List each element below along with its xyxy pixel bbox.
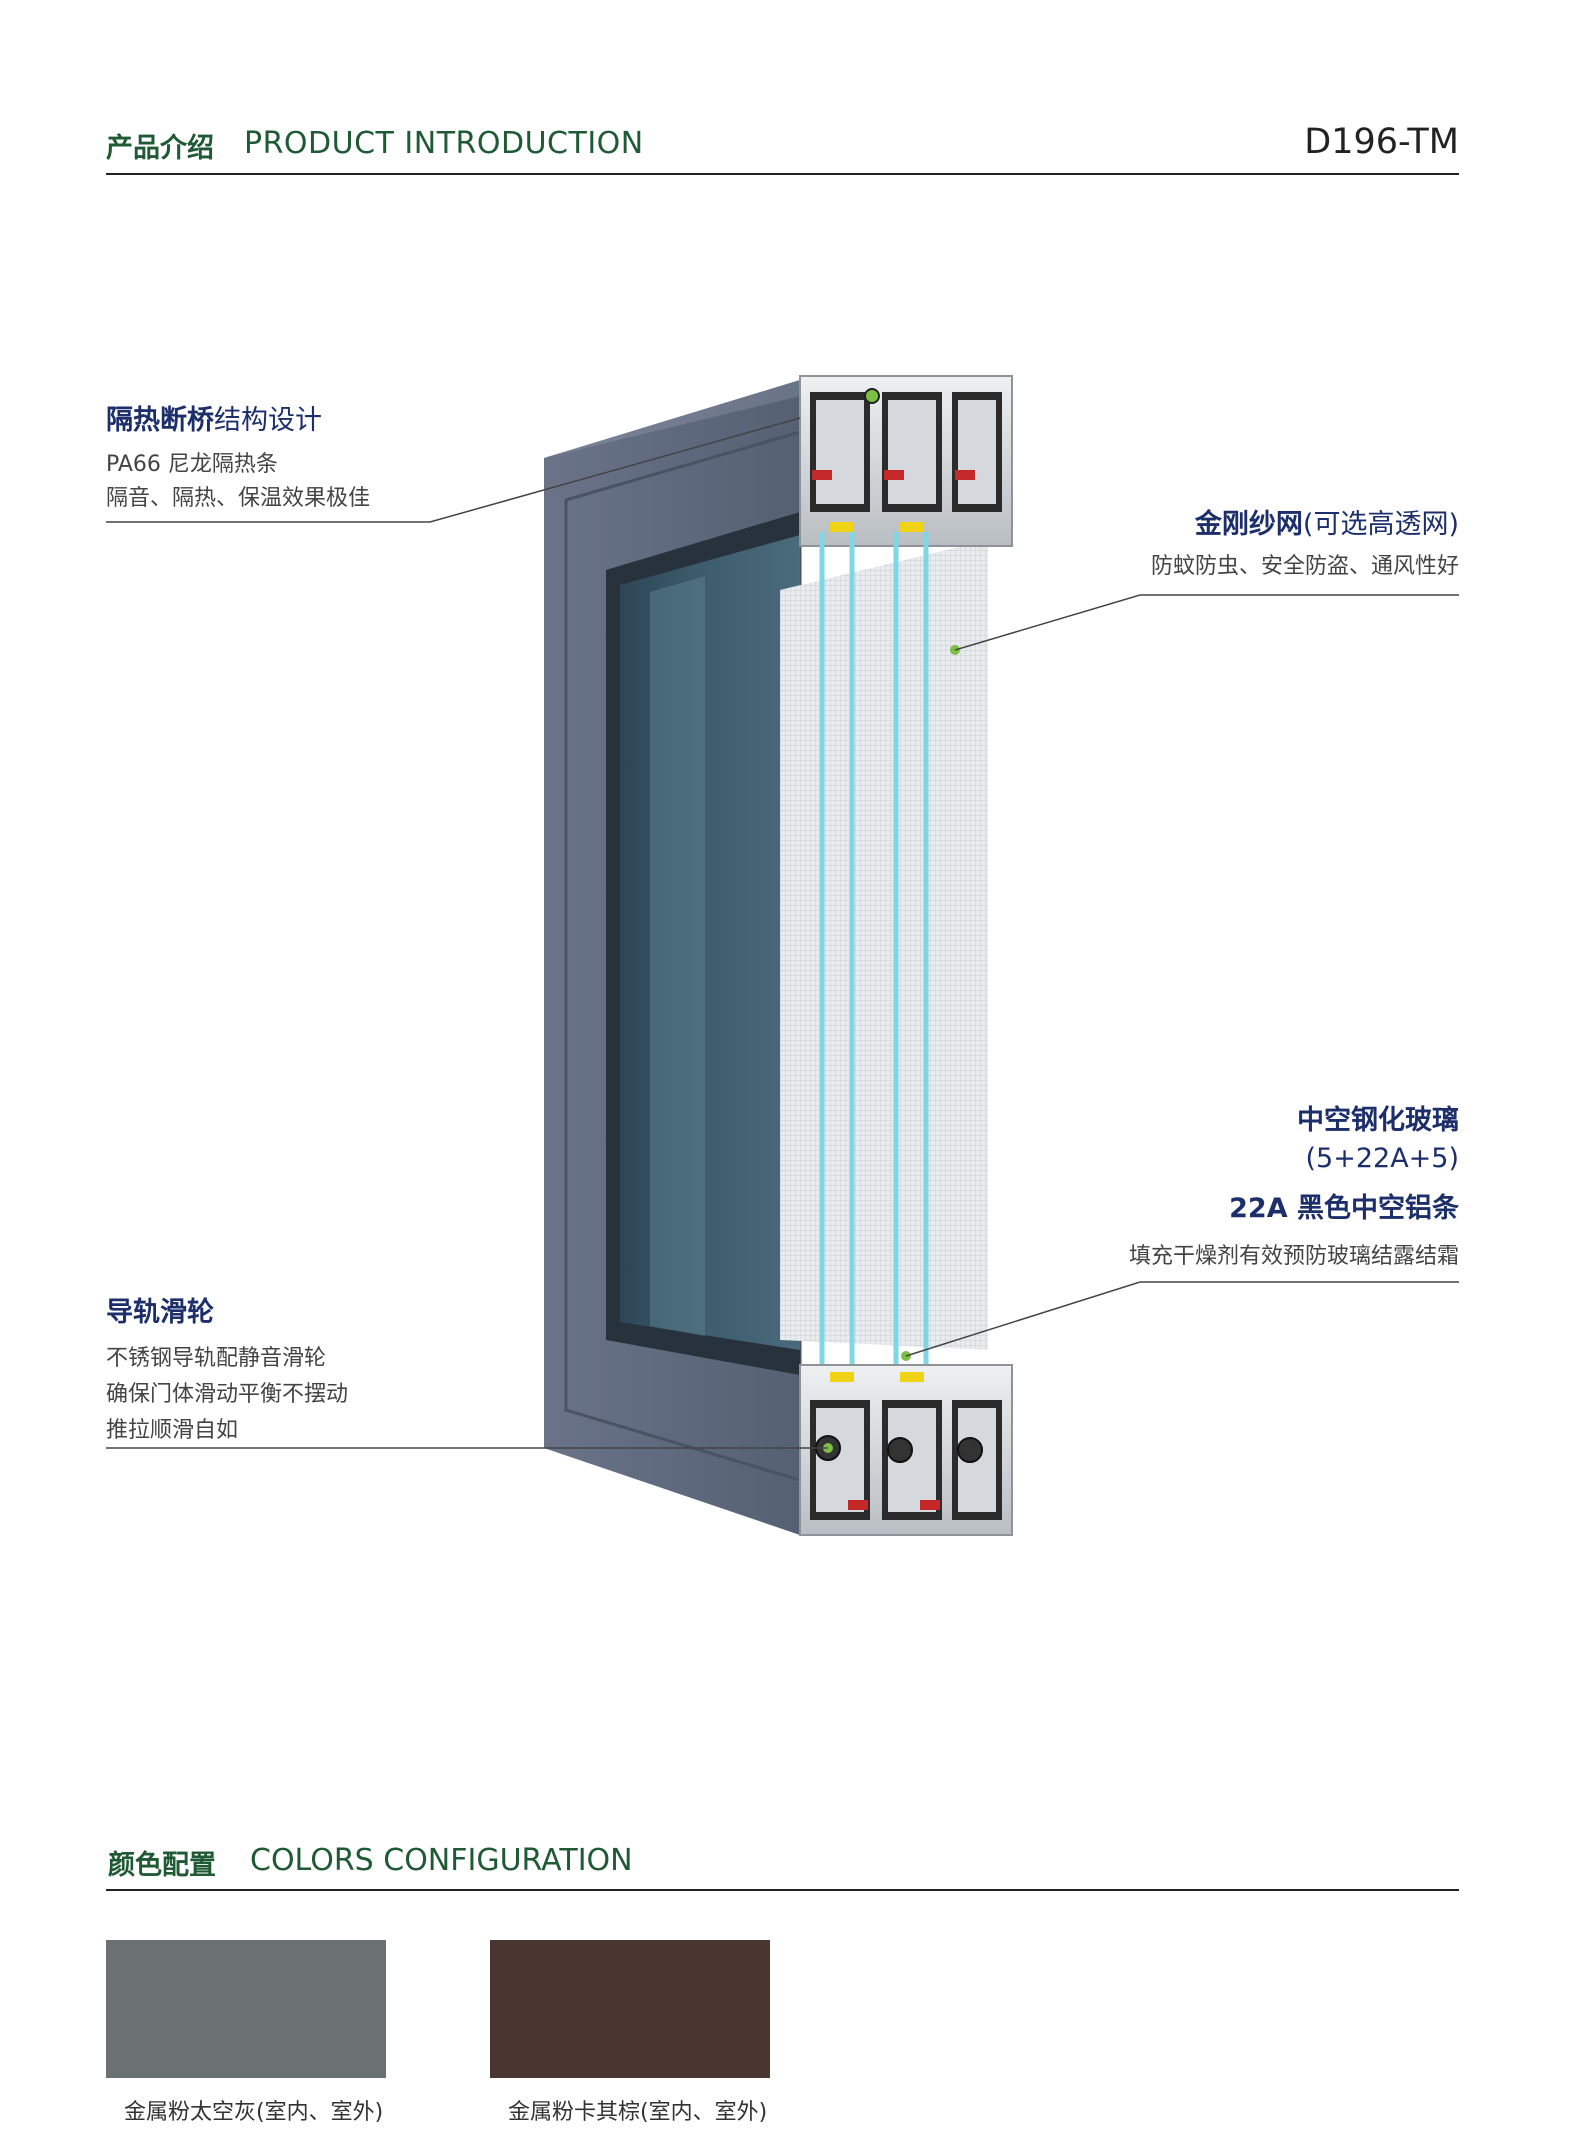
callout-glass-line-1: 填充干燥剂有效预防玻璃结露结霜 (1128, 1244, 1459, 1269)
callout-rail-line-3: 推拉顺滑自如 (106, 1418, 239, 1443)
leader-glass (905, 1281, 1459, 1357)
leader-thermal (106, 417, 801, 523)
callout-rail-title: 导轨滑轮 (106, 1297, 214, 1328)
color-swatch-khaki-brown-label: 金属粉卡其棕(室内、室外) (508, 2100, 768, 2125)
callout-glass-title-2: 22A 黑色中空铝条 (1229, 1193, 1459, 1224)
color-swatch-khaki-brown (490, 1940, 770, 2078)
color-swatch-space-grey-label: 金属粉太空灰(室内、室外) (124, 2100, 384, 2125)
colors-title-en: COLORS CONFIGURATION (250, 1843, 633, 1878)
callout-mesh-title: 金刚纱网(可选高透网) (1195, 502, 1459, 541)
callout-thermal-title-light: 结构设计 (214, 405, 322, 436)
callout-thermal-line-1: PA66 尼龙隔热条 (106, 452, 278, 477)
color-swatch-space-grey (106, 1940, 386, 2078)
callout-thermal-title-bold: 隔热断桥 (106, 405, 214, 436)
callout-rail-line-1: 不锈钢导轨配静音滑轮 (106, 1346, 327, 1371)
model-code: D196-TM (1304, 122, 1459, 162)
callout-glass-title: 中空钢化玻璃 (1297, 1105, 1459, 1136)
leader-mesh (954, 594, 1459, 651)
callout-rail-line-2: 确保门体滑动平衡不摆动 (106, 1382, 349, 1407)
header-title-cn: 产品介绍 (106, 133, 214, 164)
glass-pane (620, 535, 800, 1350)
callout-thermal-title: 隔热断桥结构设计 (106, 398, 322, 437)
header-title-en: PRODUCT INTRODUCTION (244, 126, 644, 161)
callout-thermal-line-2: 隔音、隔热、保温效果极佳 (106, 486, 371, 511)
callout-mesh-line-1: 防蚊防虫、安全防盗、通风性好 (1150, 554, 1459, 579)
header-divider (106, 173, 1459, 175)
callout-mesh-title-bold: 金刚纱网 (1194, 509, 1303, 540)
callout-mesh-title-light: (可选高透网) (1302, 509, 1459, 540)
callout-glass-spec: (5+22A+5) (1305, 1143, 1460, 1174)
colors-title-cn: 颜色配置 (108, 1850, 216, 1881)
screen-mesh (780, 540, 988, 1350)
colors-divider (106, 1889, 1459, 1891)
